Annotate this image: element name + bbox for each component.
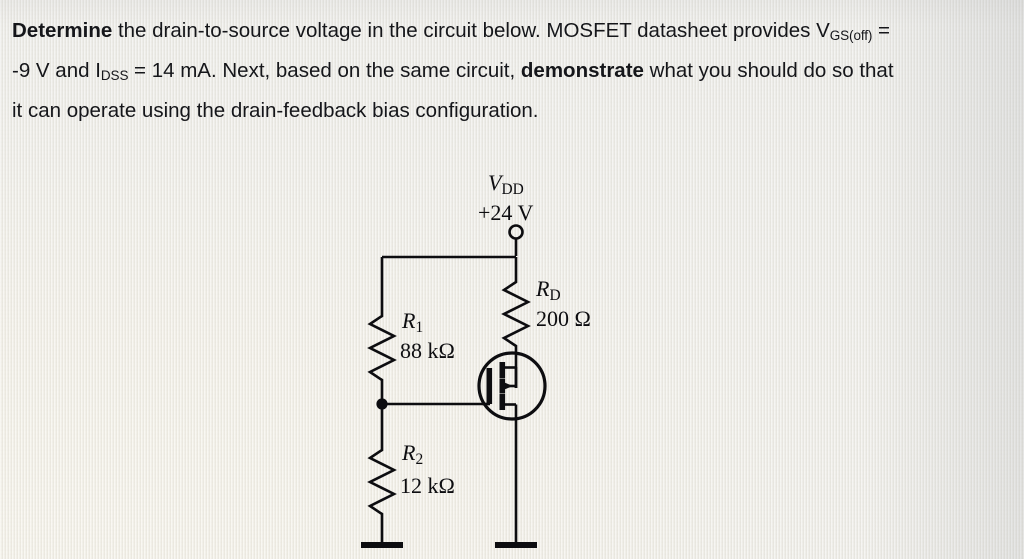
vdd-subscript: DD [501, 180, 524, 198]
question-line-3-body: it can operate using the drain-feedback … [12, 98, 539, 122]
r1-resistor-symbol [367, 312, 397, 396]
vdd-value-label: +24 V [478, 200, 534, 225]
vdd-label: VDD [488, 170, 524, 198]
vdd-terminal-circle [508, 224, 524, 240]
circuit-diagram: VDD +24 V RD 200 Ω R1 88 kΩ R2 12 kΩ [330, 160, 630, 550]
question-line-2-head: -9 V and I [12, 58, 101, 82]
question-line-1-tail: = [872, 19, 890, 42]
question-line-1: Determine the drain-to-source voltage in… [12, 13, 1012, 53]
r2-value-label: 12 kΩ [400, 473, 455, 498]
ground-symbol-source [495, 542, 537, 548]
r1-subscript: 1 [415, 318, 424, 336]
question-keyword-determine: Determine [12, 19, 113, 42]
circuit-svg [361, 224, 547, 548]
r1-label: R1 [402, 308, 424, 336]
mosfet-envelope-circle [477, 351, 547, 421]
rd-symbol: R [536, 276, 550, 301]
question-line-2: -9 V and IDSS = 14 mA. Next, based on th… [12, 53, 1012, 93]
question-line-2-tail: what you should do so that [643, 58, 894, 82]
rd-label: RD [536, 276, 561, 304]
question-keyword-demonstrate: demonstrate [520, 58, 644, 82]
idss-subscript: DSS [100, 67, 129, 83]
rd-resistor-symbol [501, 278, 531, 362]
question-line-2-mid: = 14 mA. Next, based on the same circuit… [128, 58, 521, 82]
r1-value-label: 88 kΩ [400, 338, 455, 363]
question-line-3: it can operate using the drain-feedback … [12, 93, 1012, 128]
r2-label: R2 [402, 440, 424, 468]
mosfet-substrate-arrow [502, 381, 513, 391]
vgs-off-subscript: GS(off) [829, 27, 873, 43]
r2-symbol: R [402, 440, 416, 465]
ground-symbol-r2 [361, 542, 403, 548]
r2-subscript: 2 [415, 450, 424, 468]
rd-subscript: D [549, 286, 561, 304]
mosfet-gate-bar [486, 368, 493, 404]
question-line-1-body: the drain-to-source voltage in the circu… [112, 19, 830, 42]
mosfet-channel-bar-source [499, 394, 506, 410]
question-text: Determine the drain-to-source voltage in… [12, 13, 1012, 128]
r1-symbol: R [402, 308, 416, 333]
vdd-symbol: V [488, 170, 502, 195]
rd-value-label: 200 Ω [536, 306, 591, 331]
r2-resistor-symbol [367, 446, 397, 528]
mosfet-channel-bar-drain [499, 362, 506, 378]
